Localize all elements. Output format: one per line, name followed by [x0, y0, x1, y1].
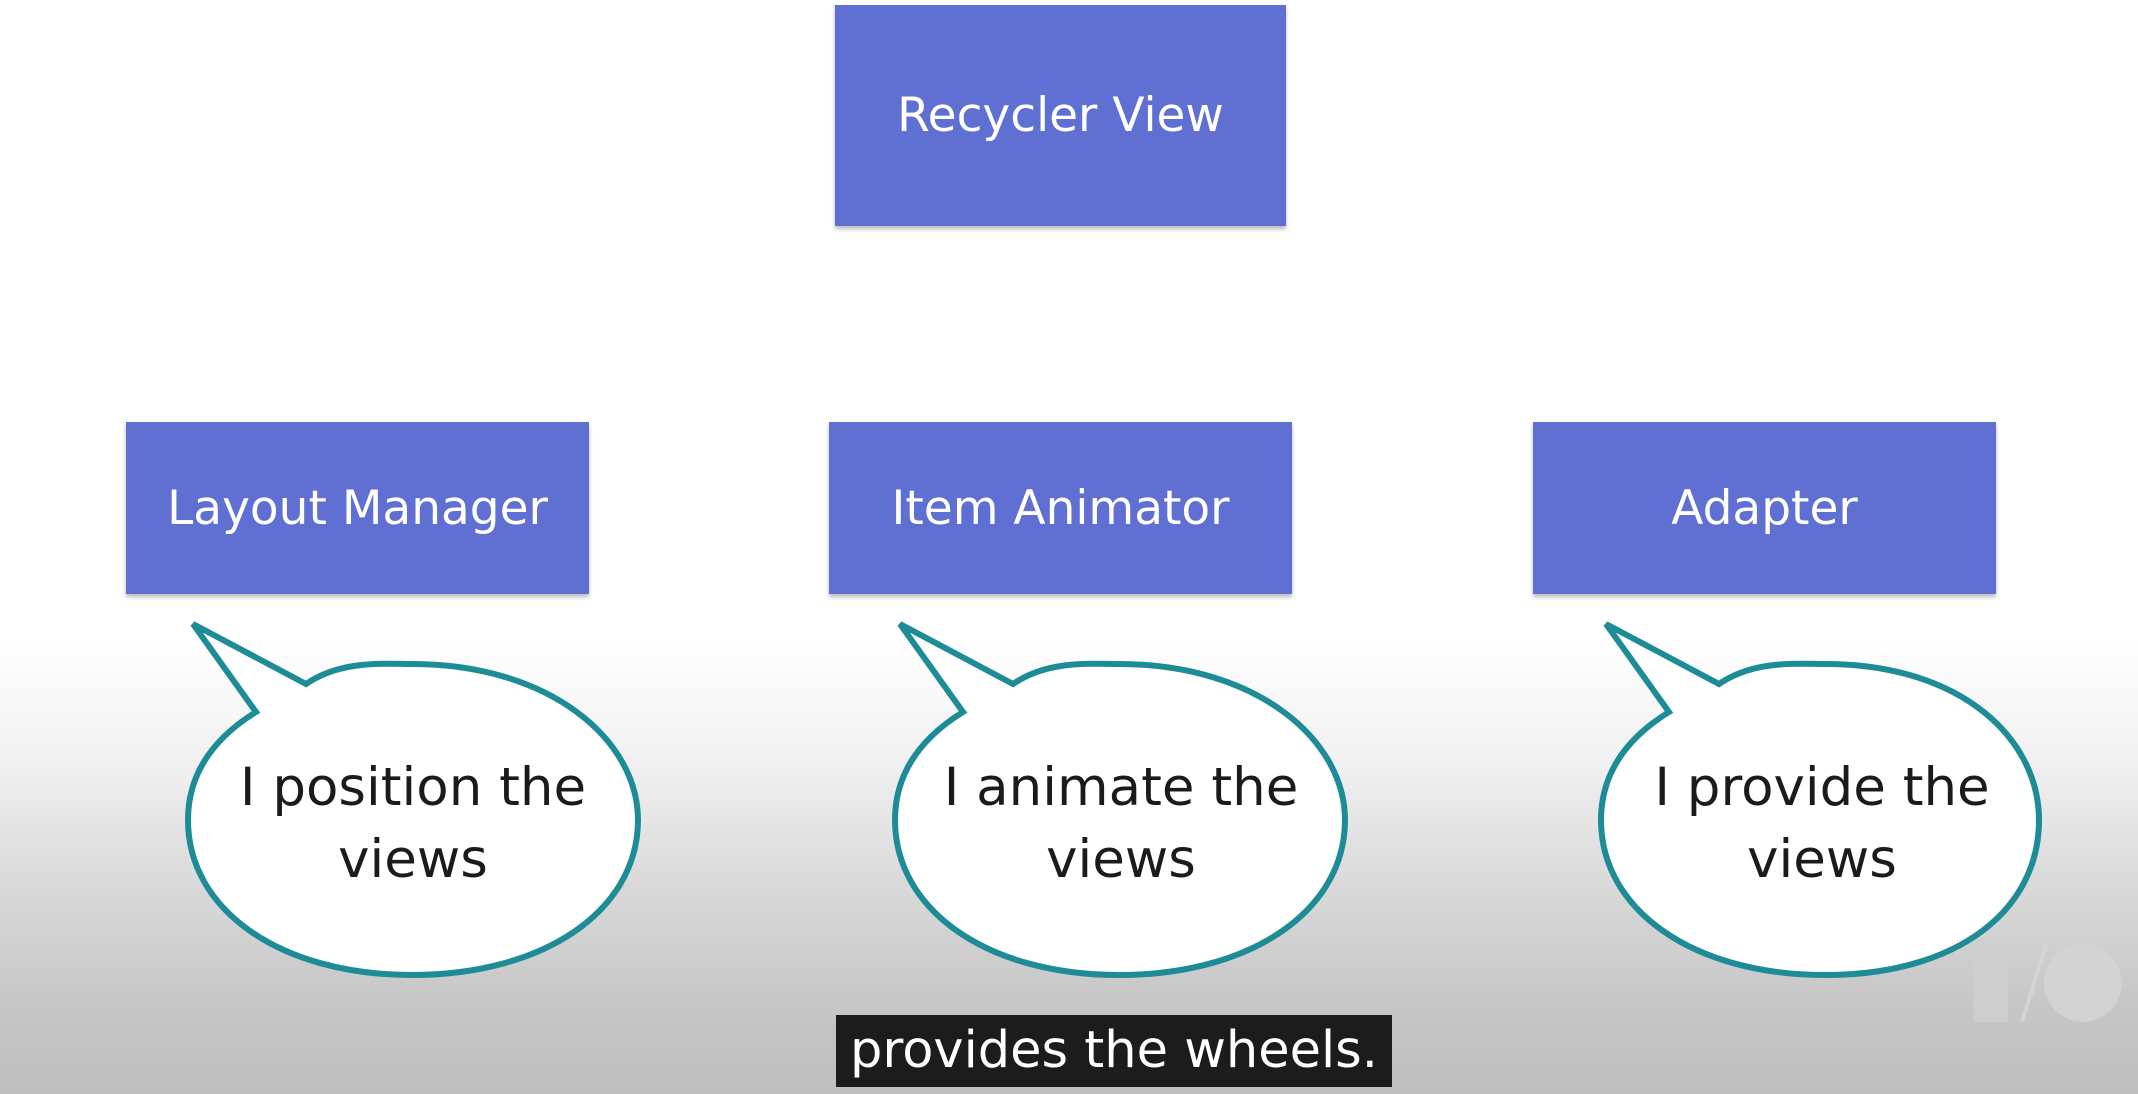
item-animator-box: Item Animator — [829, 422, 1292, 594]
io-logo-icon — [1974, 943, 2122, 1023]
speech-bubble-adapter — [1597, 621, 2043, 979]
bubble-text-layout-manager: I position the views — [203, 752, 623, 896]
bubble-line: views — [1747, 829, 1897, 890]
bubble-text-item-animator: I animate the views — [911, 752, 1331, 896]
layout-manager-box: Layout Manager — [126, 422, 589, 594]
layout-manager-label: Layout Manager — [167, 480, 548, 536]
speech-bubble-item-animator — [891, 621, 1349, 979]
adapter-box: Adapter — [1533, 422, 1996, 594]
recycler-view-box: Recycler View — [835, 5, 1286, 226]
subtitle-caption: provides the wheels. — [836, 1015, 1392, 1087]
bubble-text-adapter: I provide the views — [1612, 752, 2032, 896]
bubble-line: I provide the — [1654, 757, 1990, 818]
bubble-line: views — [1046, 829, 1196, 890]
speech-bubble-layout-manager — [184, 621, 642, 979]
bubble-line: I position the — [239, 757, 587, 818]
item-animator-label: Item Animator — [891, 480, 1230, 536]
bubble-line: I animate the — [943, 757, 1299, 818]
adapter-label: Adapter — [1671, 480, 1858, 536]
recycler-view-label: Recycler View — [897, 88, 1224, 143]
bubble-line: views — [338, 829, 488, 890]
